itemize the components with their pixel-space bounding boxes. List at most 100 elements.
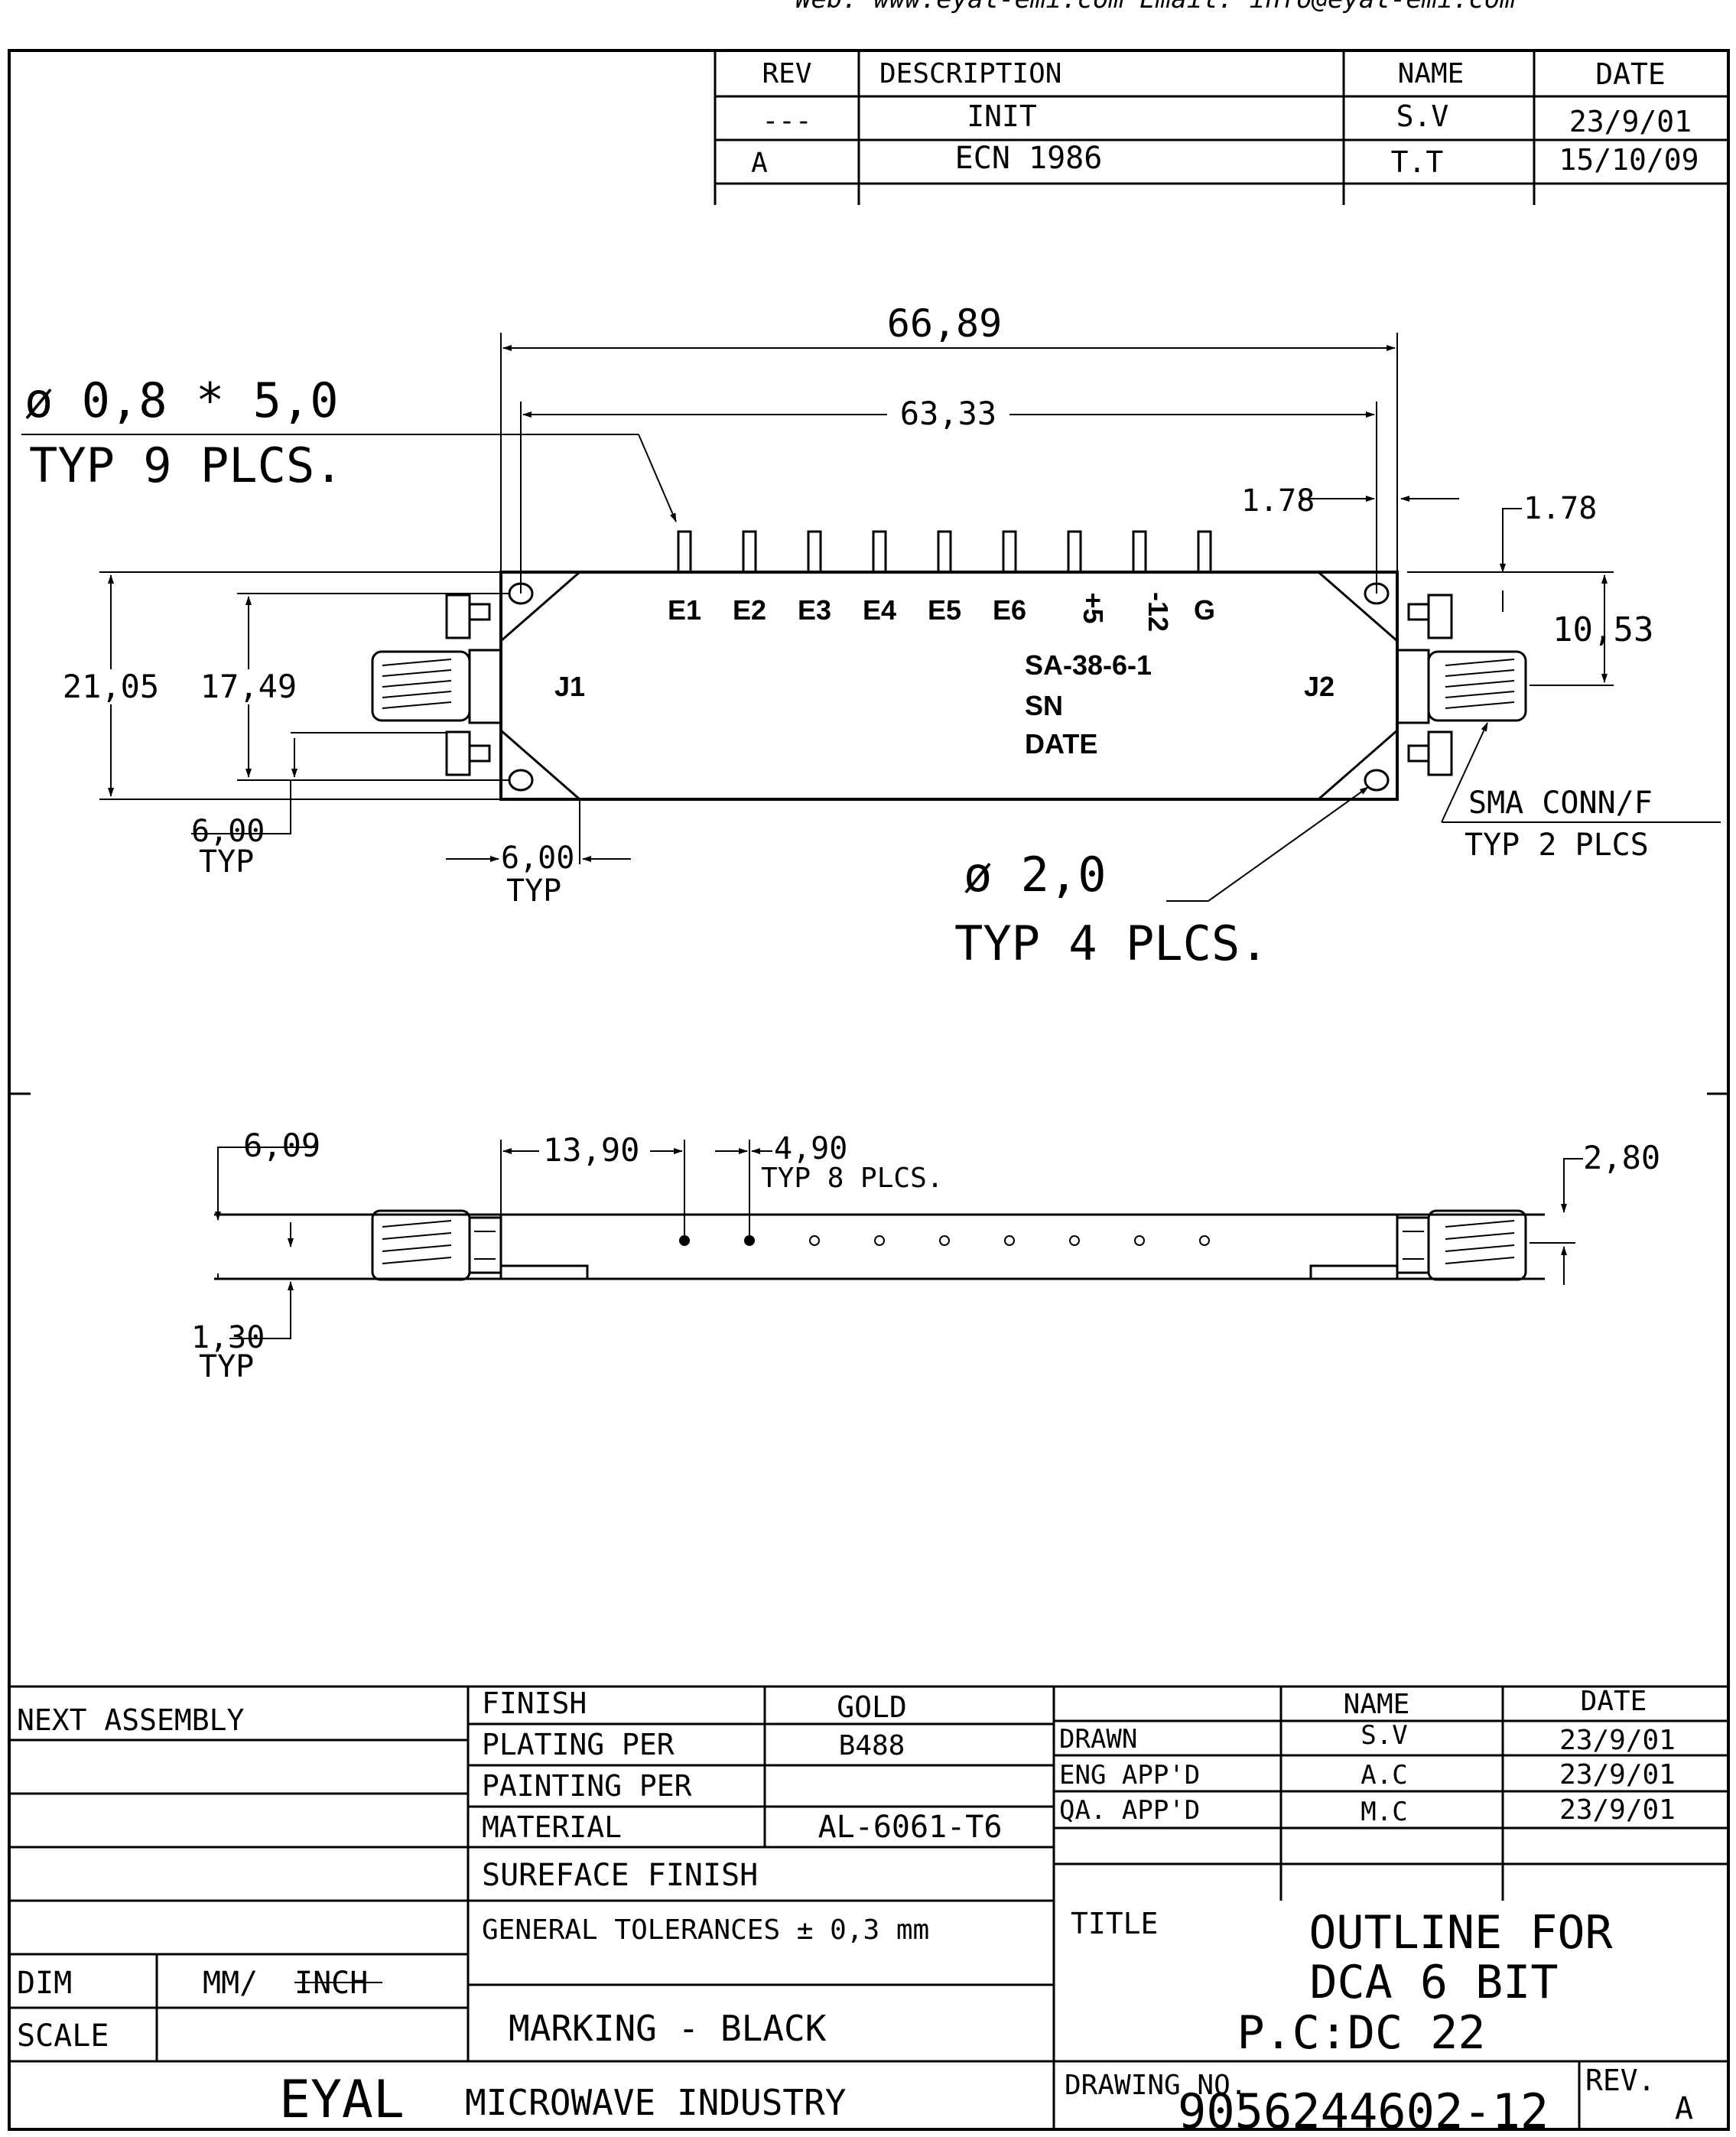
pin-label: E6 (993, 594, 1026, 626)
pin-lead (1132, 530, 1147, 574)
side-pin-dot (1004, 1235, 1015, 1246)
hole-note-line2: TYP 4 PLCS. (954, 916, 1269, 971)
body-marking-sn: SN (1025, 690, 1063, 721)
dim-pin-span: 63,33 (900, 395, 996, 432)
body-marking-part: SA-38-6-1 (1025, 649, 1152, 681)
finish-label: FINISH (482, 1687, 587, 1720)
plating-label: PLATING PER (482, 1728, 675, 1761)
title-block: NEXT ASSEMBLY FINISH GOLD PLATING PER B4… (9, 1685, 1728, 2137)
rev-label: REV. (1585, 2064, 1656, 2097)
scale-label: SCALE (17, 2018, 109, 2054)
rev-row2-rev: A (751, 148, 768, 179)
sma-connector-right (1396, 594, 1527, 776)
approval-qa-role: QA. APP'D (1059, 1795, 1200, 1826)
rev-header-date: DATE (1595, 57, 1666, 91)
dim-chamfer-typ: TYP (506, 873, 561, 909)
dim-base: 1,30 (191, 1320, 265, 1355)
rev-header-description: DESCRIPTION (879, 58, 1061, 89)
sma-connector-right-side (1396, 1209, 1527, 1281)
dim-unit-mm: MM/ (203, 1966, 258, 2001)
sma-note-line2: TYP 2 PLCS (1465, 828, 1649, 863)
side-pin-dot (1199, 1235, 1210, 1246)
pin-lead (807, 530, 822, 574)
header-contact-text: Web: www.eyal-emi.com Email: info@eyal-e… (795, 0, 1516, 15)
sma-connector-left-side (371, 1209, 502, 1281)
dim-conn-offset: 6,00 (191, 814, 265, 849)
rev-row2-name: T.T (1391, 145, 1444, 179)
sma-note-line1: SMA CONN/F (1468, 786, 1653, 821)
surface-finish-label: SUREFACE FINISH (482, 1858, 758, 1893)
material-value: AL-6061-T6 (818, 1810, 1003, 1845)
title-line1: OUTLINE FOR (1309, 1906, 1613, 1960)
hole-note-line1: ø 2,0 (964, 847, 1107, 903)
side-view: 6,09 13,90 4,90 TYP 8 PLCS. 2,80 1,30 TY… (191, 1127, 1660, 1384)
pin-lead (1002, 530, 1017, 574)
painting-label: PAINTING PER (482, 1769, 692, 1803)
approval-eng-role: ENG APP'D (1059, 1760, 1200, 1791)
side-pin-dot (874, 1235, 885, 1246)
approval-eng-date: 23/9/01 (1559, 1759, 1676, 1791)
pin-label: E1 (668, 594, 701, 626)
pin-label: G (1194, 594, 1215, 626)
drawing-no-label: DRAWING NO. (1065, 2070, 1247, 2101)
pin-lead (872, 530, 887, 574)
rev-row1-date: 23/9/01 (1569, 105, 1692, 138)
company-name-rest: MICROWAVE INDUSTRY (465, 2082, 847, 2123)
finish-value: GOLD (837, 1690, 907, 1724)
dim-half-height: 10,53 (1552, 610, 1653, 649)
mounting-hole (1364, 769, 1390, 792)
pin-label: -12 (1143, 592, 1174, 632)
pin-lead (742, 530, 757, 574)
approvals-header-date: DATE (1581, 1686, 1647, 1717)
dim-conn-offset-typ: TYP (199, 844, 254, 880)
side-pin-dot (1069, 1235, 1080, 1246)
dim-label: DIM (17, 1966, 72, 2001)
title-label: TITLE (1071, 1907, 1158, 1940)
dim-side-pin-offset: 13,90 (543, 1131, 639, 1169)
dim-side-pitch: 4,90 (774, 1131, 847, 1166)
approval-drawn-role: DRAWN (1059, 1724, 1137, 1755)
revision-block: REV DESCRIPTION NAME DATE --- INIT S.V 2… (714, 50, 1728, 205)
dim-side-pitch-typ: TYP 8 PLCS. (761, 1163, 943, 1194)
approval-qa-date: 23/9/01 (1559, 1794, 1676, 1826)
dim-chamfer: 6,00 (501, 841, 574, 876)
side-pin-dot (809, 1235, 820, 1246)
connector-label-j2: J2 (1304, 671, 1335, 702)
pin-lead (1067, 530, 1082, 574)
title-line3: P.C:DC 22 (1237, 2006, 1485, 2060)
side-pin-dot (1134, 1235, 1145, 1246)
marking-note: MARKING - BLACK (509, 2008, 827, 2049)
rev-row1-name: S.V (1396, 99, 1449, 133)
dim-hole-span: 17,49 (200, 668, 297, 705)
dim-side-pin-height: 2,80 (1583, 1139, 1660, 1176)
dim-side-height: 6,09 (243, 1127, 320, 1164)
pin-lead (937, 530, 952, 574)
rev-value: A (1675, 2091, 1693, 2126)
approval-drawn-name: S.V (1361, 1720, 1407, 1751)
sma-connector-left (371, 594, 502, 776)
dim-body-height: 21,05 (63, 668, 159, 705)
connector-label-j1: J1 (554, 671, 585, 702)
pin-label: E4 (863, 594, 896, 626)
rev-header-rev: REV (762, 58, 811, 89)
body-marking-date: DATE (1025, 728, 1097, 759)
plating-value: B488 (839, 1730, 905, 1761)
side-pin-dot (939, 1235, 950, 1246)
drawing-border (8, 49, 1730, 2131)
material-label: MATERIAL (482, 1810, 622, 1844)
drawing-no-value: 9056244602-12 (1178, 2083, 1549, 2137)
company-name-eyal: EYAL (279, 2070, 405, 2130)
rev-row2-date: 15/10/09 (1559, 143, 1699, 177)
pin-label: E5 (928, 594, 961, 626)
side-pin-group (679, 1235, 1210, 1246)
pin-note-line2: TYP 9 PLCS. (29, 437, 343, 493)
rev-row1-rev: --- (762, 106, 811, 137)
pin-lead (677, 530, 692, 574)
rev-row2-description: ECN 1986 (955, 141, 1103, 176)
pin-label: E2 (733, 594, 766, 626)
title-line2: DCA 6 BIT (1309, 1956, 1558, 2009)
approval-eng-name: A.C (1361, 1760, 1407, 1791)
